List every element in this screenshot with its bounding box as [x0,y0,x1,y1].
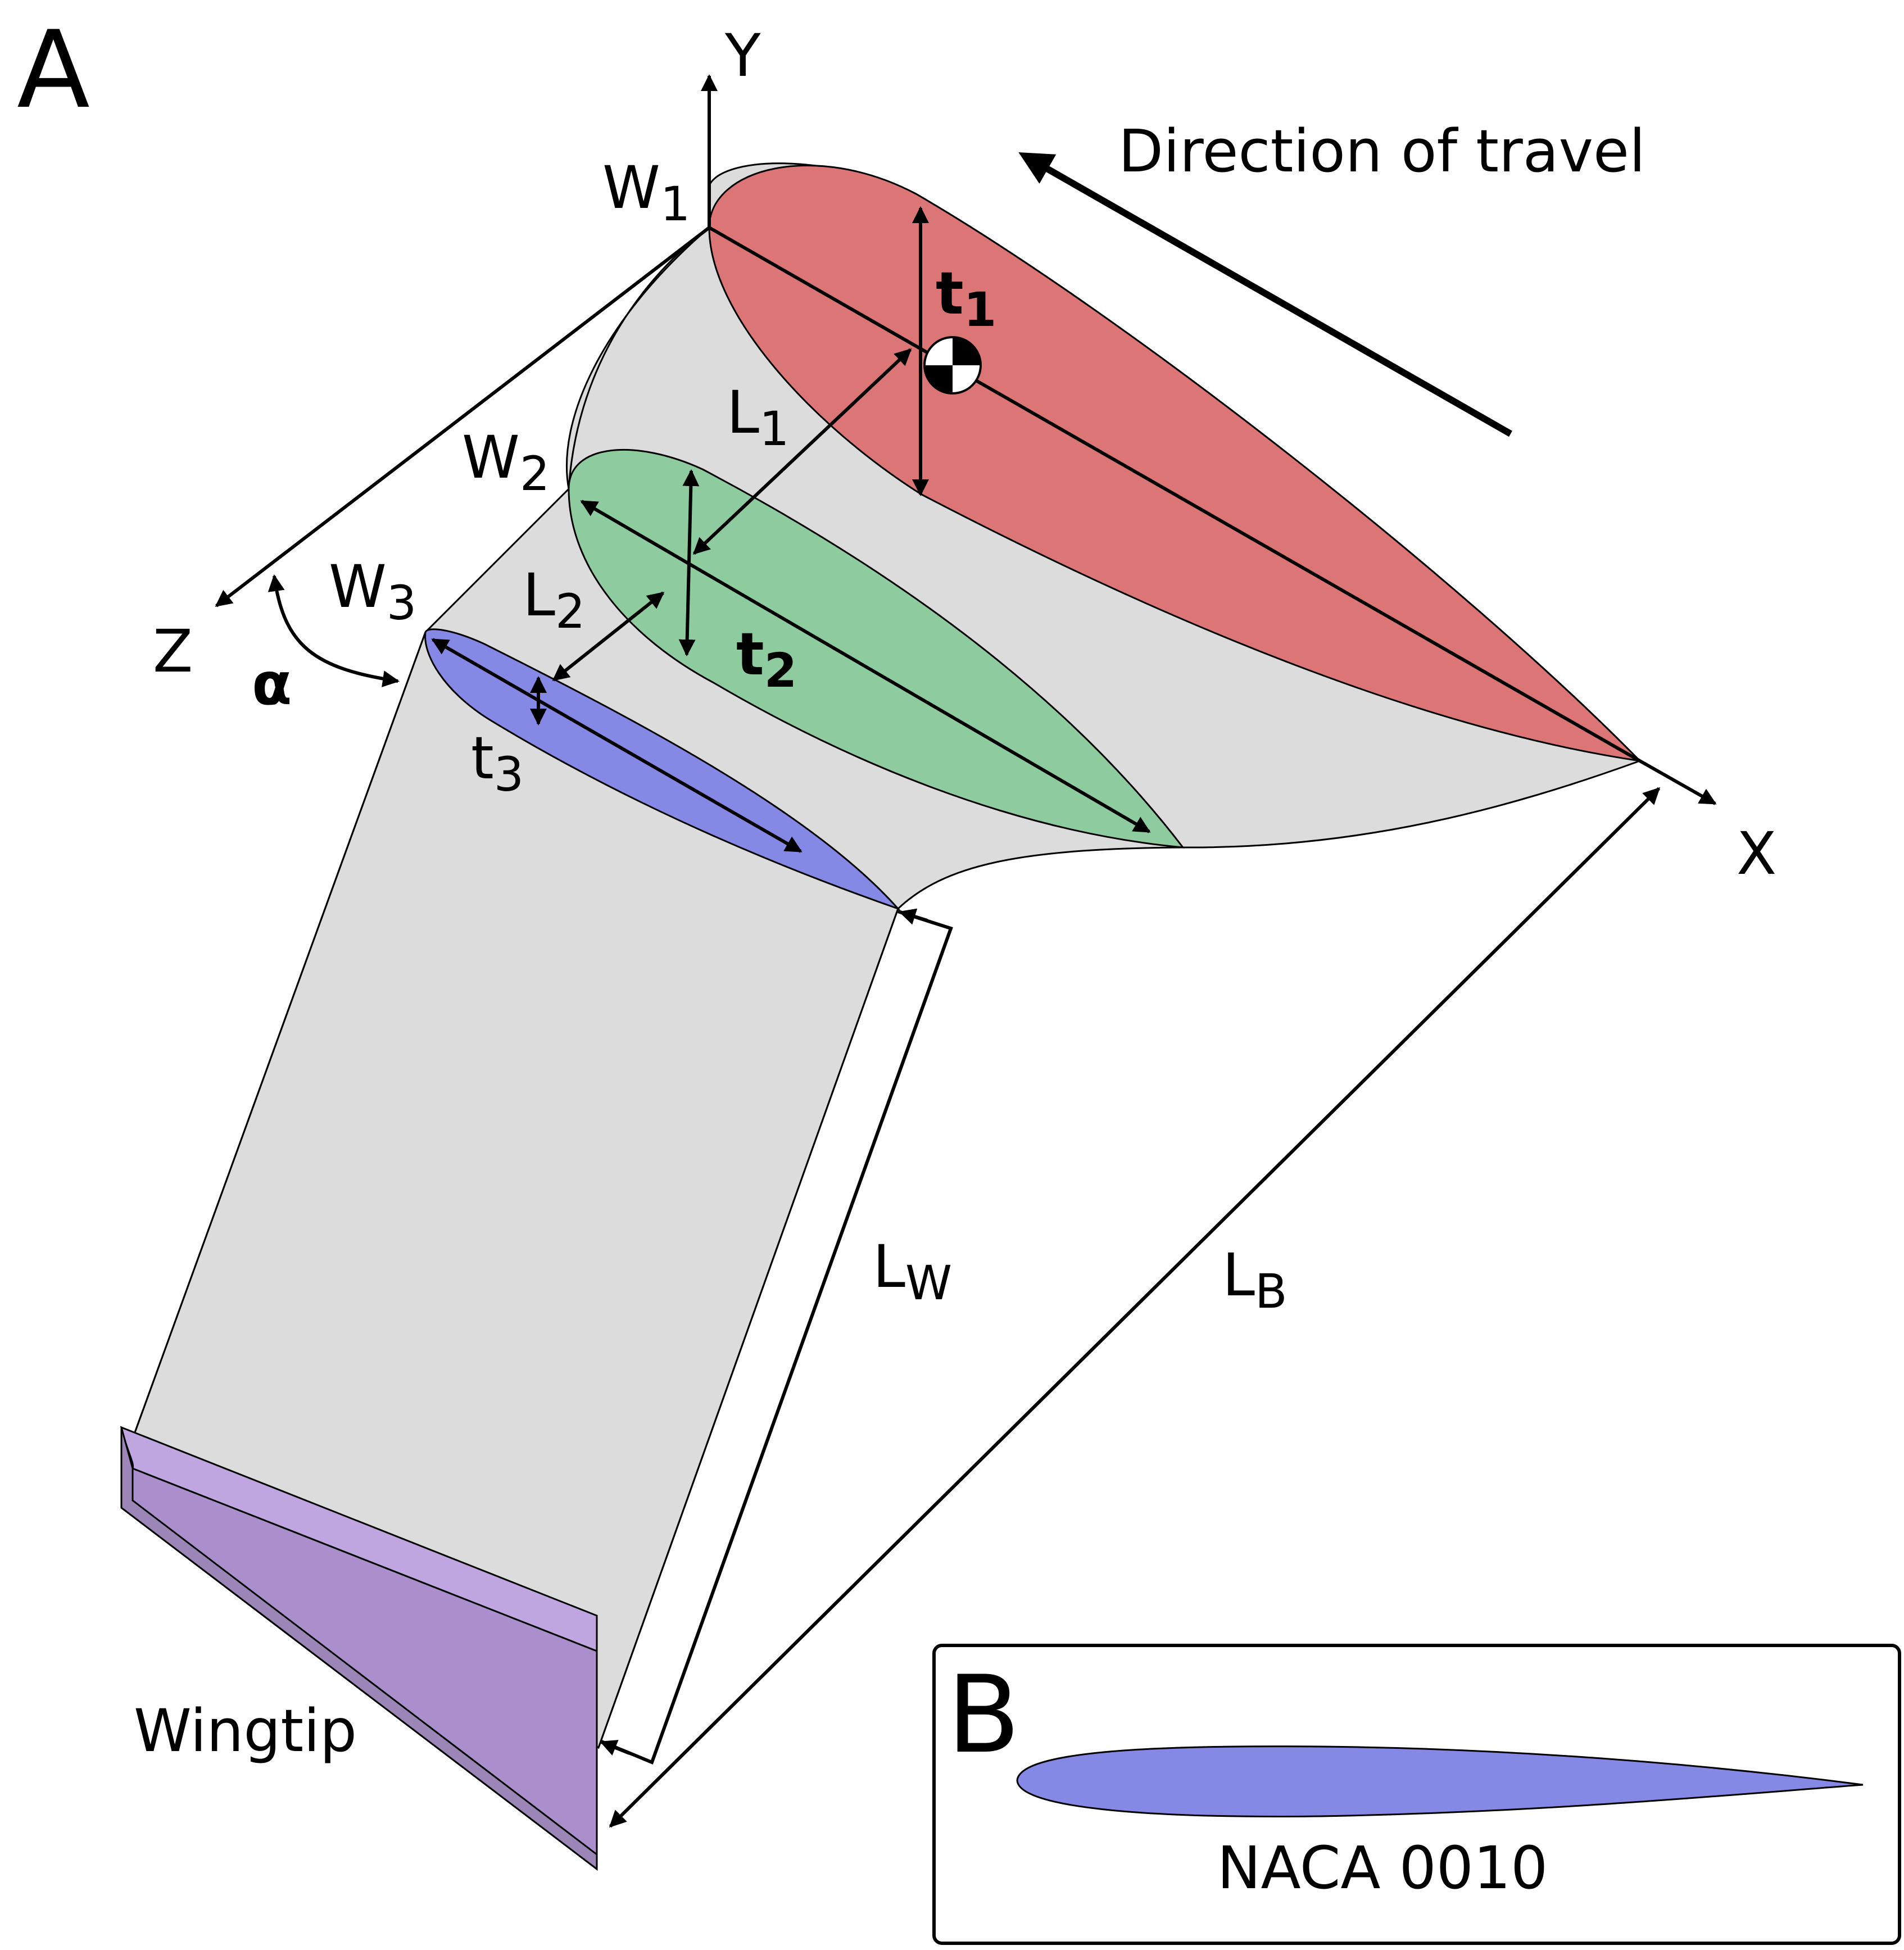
width-3-label: W3 [329,552,416,631]
z-axis-label: Z [153,617,193,686]
panel-label-b: B [947,1653,1020,1777]
wingtip-label: Wingtip [134,1697,357,1765]
thickness-2-label: t2 [736,620,797,698]
direction-of-travel-label: Direction of travel [1118,117,1645,185]
width-1-label: W1 [602,153,690,232]
center-of-gravity-symbol [923,336,982,394]
x-axis [1639,759,1717,805]
x-axis-label: X [1737,819,1776,888]
angle-label: α [252,650,292,718]
direction-of-travel-arrow [1018,152,1512,437]
length-2-dimension [552,591,665,682]
thickness-2-dimension [678,469,700,656]
naca-airfoil-shape [1016,1745,1864,1817]
thickness-1-label: t1 [936,259,996,337]
body-length-dimension [609,787,1661,1828]
panel-label-a: A [17,8,90,132]
chord-line-1 [708,226,1641,763]
y-axis-label: Y [724,21,761,90]
wing-leading-edge [132,632,427,1439]
length-2-label: L2 [523,561,585,639]
z-axis [215,226,710,607]
wing-length-arrow-top [899,908,928,925]
airfoil-label: NACA 0010 [1217,1834,1548,1902]
length-1-label: L1 [727,378,789,456]
wing-length-arrow-bottom [600,1740,631,1756]
chord-line-2 [580,500,1151,833]
wing-length-label: LW [873,1232,952,1310]
angle-arc [268,574,400,687]
thickness-3-label: t3 [471,724,524,802]
width-2-label: W2 [462,423,550,501]
body-length-label: LB [1222,1241,1288,1319]
length-1-dimension [692,348,912,555]
